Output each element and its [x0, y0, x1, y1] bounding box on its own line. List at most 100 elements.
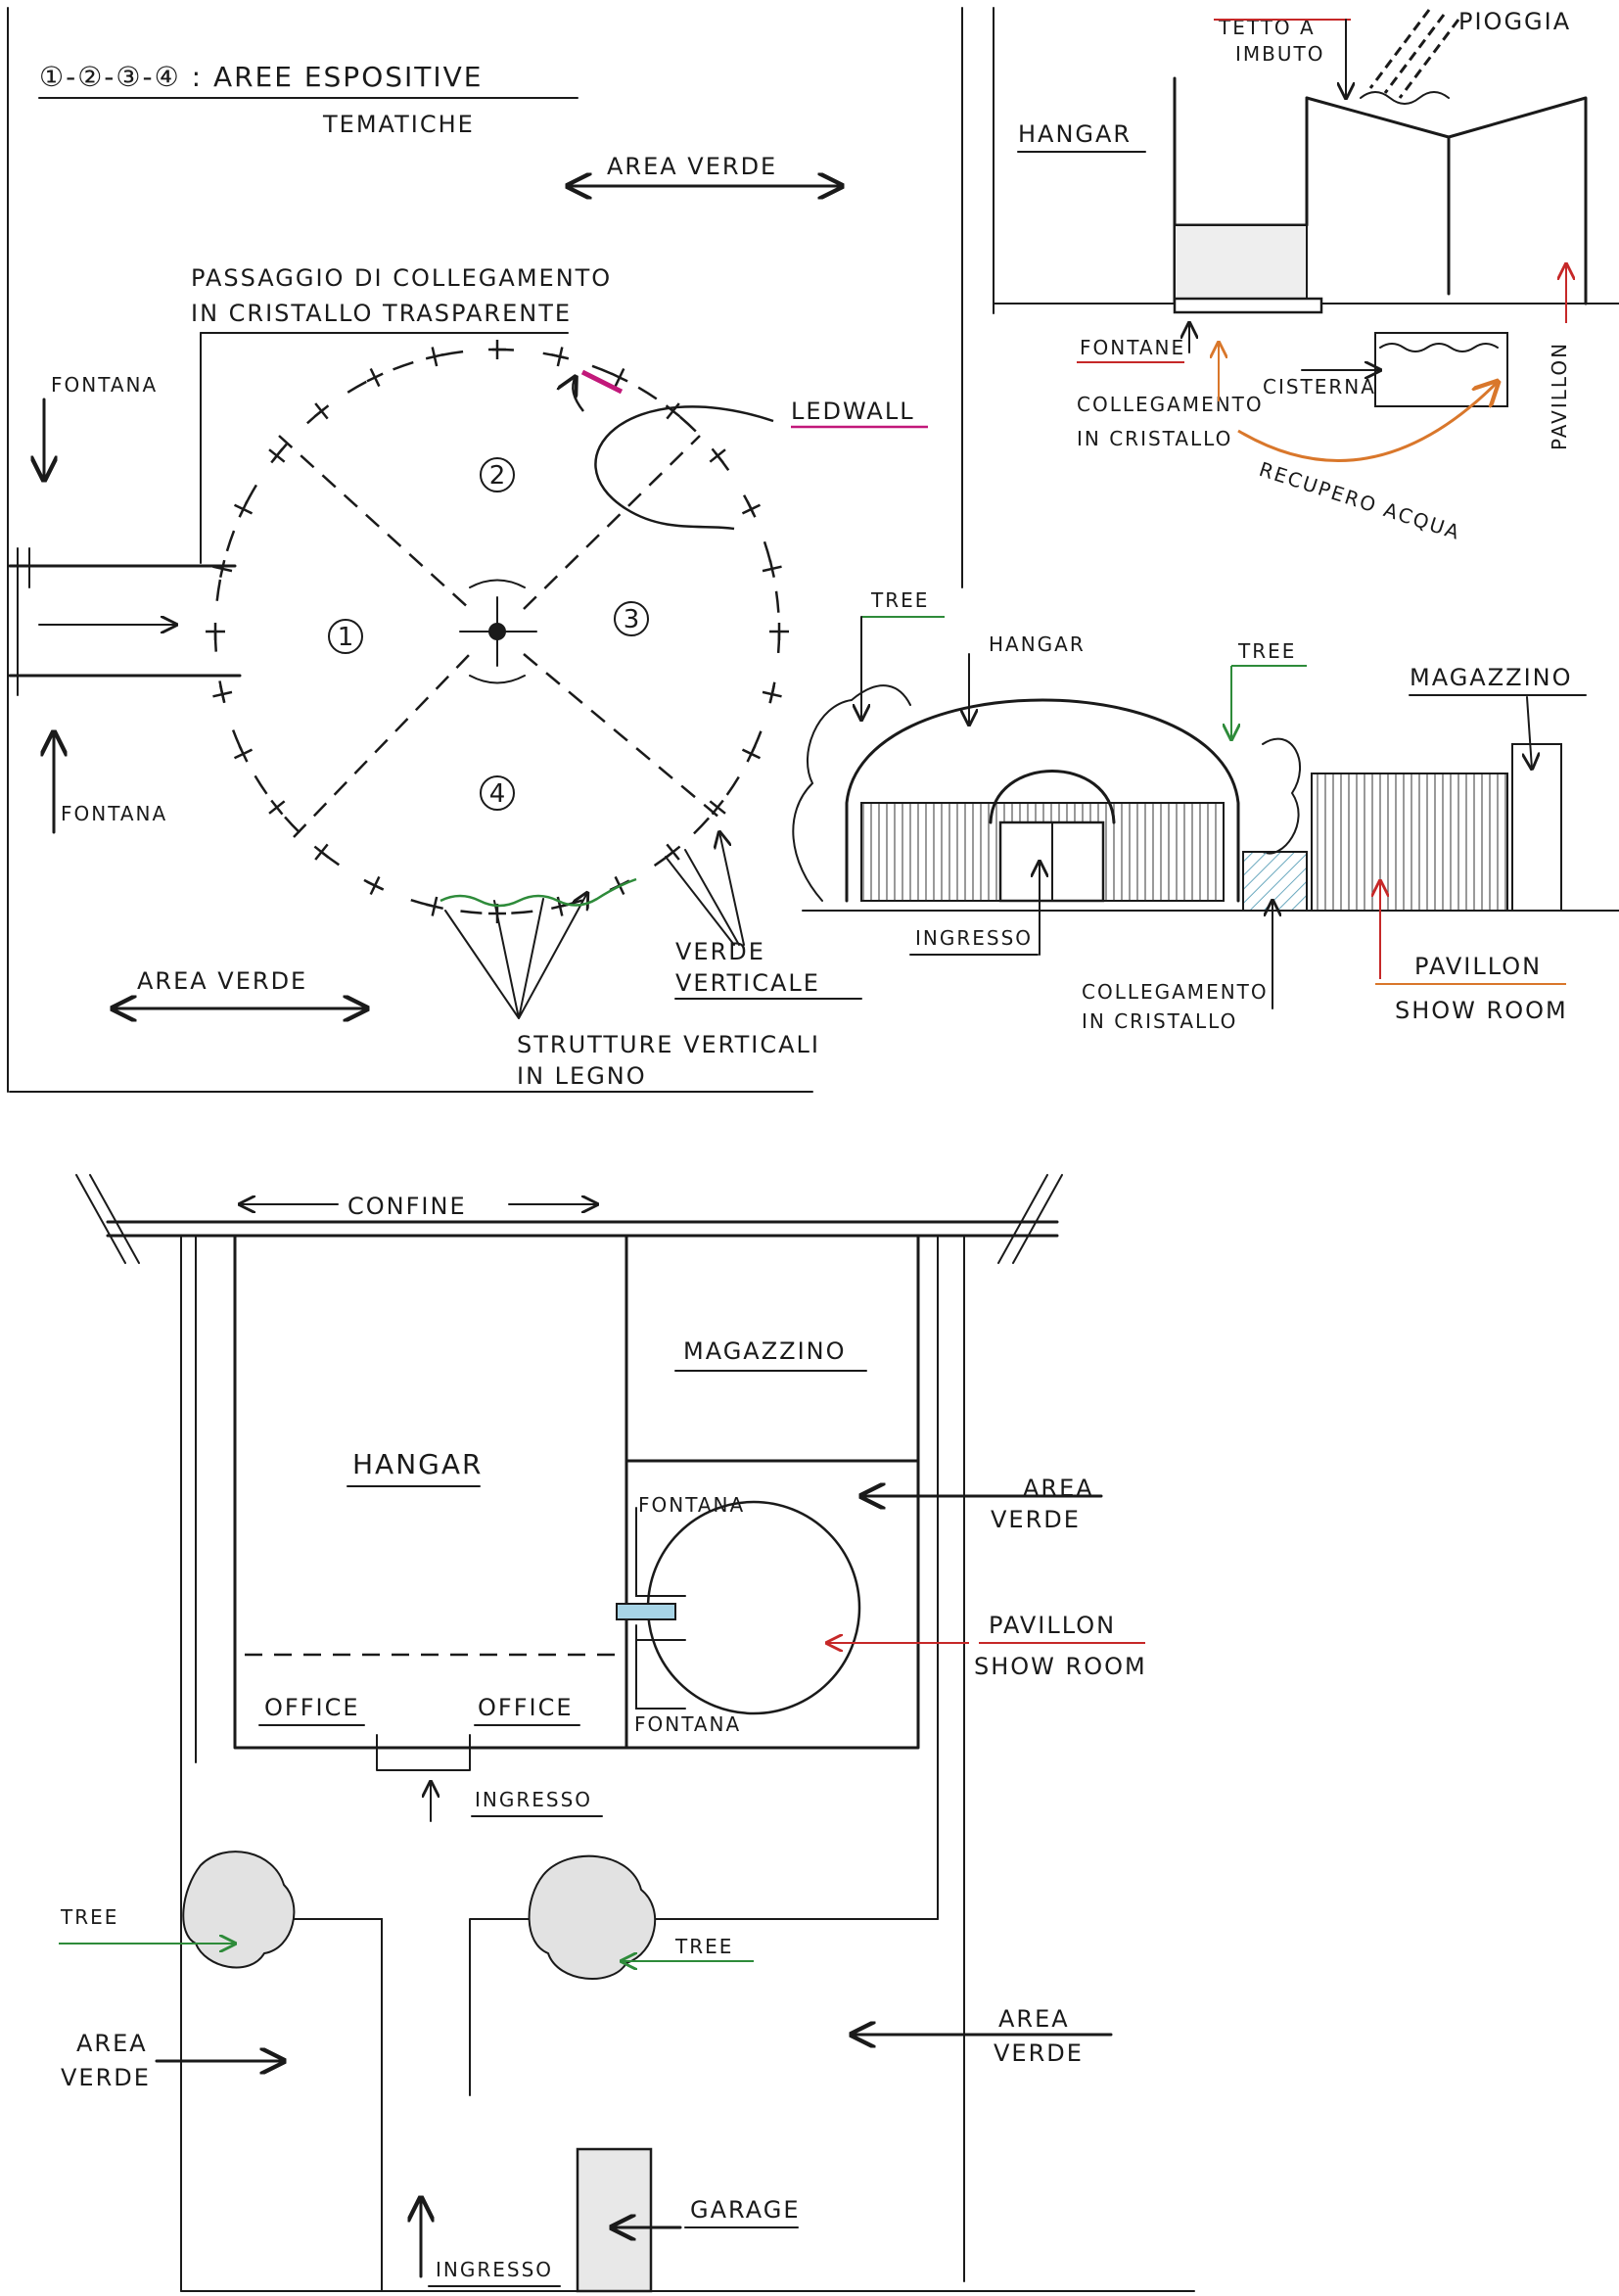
wood-post: [233, 500, 254, 518]
office-right-label: OFFICE: [478, 1694, 574, 1721]
area-verde-label-bottom: AREA VERDE: [137, 967, 307, 995]
fontane-label: FONTANE: [1080, 336, 1185, 359]
rotation-arc: [469, 675, 526, 684]
arrow: [665, 832, 745, 946]
building-outline: [233, 1234, 920, 1750]
building-partition: [624, 1234, 920, 1750]
hangar-elevation: [845, 698, 1240, 903]
area-verde-right-bottom: AREA: [998, 2005, 1070, 2033]
wood-post: [551, 347, 570, 367]
magazzino-elevation: [1311, 773, 1508, 912]
pavillon-elevation-label: PAVILLON: [1414, 953, 1542, 980]
passaggio-label: IN CRISTALLO TRASPARENTE: [191, 300, 572, 327]
tree-outline: [1262, 737, 1302, 855]
expo-legend-subtitle: TEMATICHE: [322, 111, 475, 138]
magazzino-side: [1511, 743, 1562, 912]
wood-post: [425, 896, 443, 916]
wood-post: [741, 500, 762, 518]
zone-divider: [278, 435, 720, 838]
office-left-label: OFFICE: [264, 1694, 360, 1721]
recupero-arc: [1237, 382, 1498, 462]
wood-post: [206, 623, 225, 640]
wood-post: [709, 447, 726, 464]
glass-link: [1242, 851, 1308, 912]
zone-marker: [480, 775, 515, 811]
strutture-label: STRUTTURE VERTICALI: [517, 1031, 820, 1058]
wood-post: [488, 340, 506, 359]
ingresso-elevation-label: INGRESSO: [915, 926, 1033, 950]
area-verde-right-bottom: VERDE: [994, 2039, 1084, 2067]
rain-streaks: [1368, 9, 1460, 99]
entrance-gap: [376, 1734, 471, 1771]
hangar-label: HANGAR: [1018, 120, 1132, 148]
entrance-arch: [989, 770, 1116, 824]
tree-plan-left: [182, 1851, 296, 1969]
wood-post: [665, 402, 681, 420]
confine-label: CONFINE: [347, 1193, 467, 1220]
break-marks: [75, 1174, 1063, 1264]
verde-verticale-label: VERDE: [675, 938, 765, 965]
collegamento-label: IN CRISTALLO: [1077, 427, 1232, 450]
garage-label: GARAGE: [690, 2196, 800, 2224]
magazzino-plan-label: MAGAZZINO: [683, 1337, 847, 1365]
wood-post: [268, 799, 286, 816]
pioggia-label: PIOGGIA: [1458, 8, 1571, 35]
area-verde-label-top: AREA VERDE: [607, 153, 777, 180]
ingresso-building-label: INGRESSO: [475, 1788, 592, 1811]
wood-post: [212, 685, 233, 704]
cisterna-label: CISTERNA: [1263, 375, 1376, 398]
fontana-plan-top: FONTANA: [638, 1493, 745, 1517]
zone-number: 3: [624, 605, 640, 634]
wood-post: [769, 623, 789, 640]
arrow: [573, 377, 584, 412]
tree-label-right: TREE: [1237, 639, 1296, 663]
verde-verticale-label: VERTICALE: [675, 969, 820, 997]
site-path: [195, 1918, 939, 2292]
wood-post: [268, 447, 286, 464]
site-plan: CONFINE MAGAZZINO HANGAR AREA VERDE FONT…: [59, 1174, 1195, 2293]
glass-link-plan: [616, 1603, 676, 1620]
boundary-line: [106, 1220, 1059, 1238]
zone-number: 4: [489, 779, 506, 809]
wood-post: [425, 347, 443, 367]
expo-plan: ①-②-③-④ : AREE ESPOSITIVE TEMATICHE AREA…: [7, 7, 963, 1093]
collegamento-label: COLLEGAMENTO: [1077, 393, 1264, 416]
fountain-slab: [1173, 297, 1323, 314]
water-flow: [1360, 91, 1450, 105]
showroom-plan-label: SHOW ROOM: [974, 1653, 1147, 1680]
ledwall-label: LEDWALL: [791, 398, 915, 425]
collegamento-elevation-label: IN CRISTALLO: [1082, 1009, 1237, 1033]
wood-post: [762, 685, 782, 704]
garage-plan: [576, 2147, 653, 2293]
water-level: [1379, 343, 1499, 352]
elevation: TREE HANGAR TREE MAGAZZINO INGRESSO COLL…: [792, 588, 1619, 1033]
hangar-elevation-label: HANGAR: [989, 633, 1086, 656]
hangar-plan-label: HANGAR: [352, 1448, 483, 1480]
funnel-roof: [1305, 96, 1588, 305]
wood-post: [762, 559, 782, 578]
wood-post: [665, 843, 681, 861]
tree-label-left: TREE: [870, 588, 929, 612]
ledwall-leader: [594, 405, 774, 531]
fontana-label-bottom: FONTANA: [61, 802, 167, 825]
area-verde-left: VERDE: [61, 2064, 151, 2091]
wood-post: [233, 745, 254, 763]
wood-post: [212, 559, 233, 578]
zone-number: 1: [338, 623, 354, 652]
recupero-label: RECUPERO ACQUA: [1256, 457, 1463, 544]
ingresso-site-label: INGRESSO: [436, 2258, 553, 2281]
collegamento-elevation-label: COLLEGAMENTO: [1082, 980, 1269, 1004]
area-verde-right-top: AREA: [1023, 1475, 1094, 1502]
zone-marker: [480, 457, 515, 492]
wood-post: [611, 367, 628, 388]
wood-post: [313, 843, 330, 861]
area-verde-left: AREA: [76, 2030, 148, 2057]
showroom-elevation-label: SHOW ROOM: [1395, 997, 1568, 1024]
water-section: TETTO A IMBUTO PIOGGIA HANGAR FONTANE CO…: [993, 7, 1619, 544]
rotation-arc: [469, 579, 526, 588]
strutture-label: IN LEGNO: [517, 1062, 647, 1090]
ledwall-element: [580, 369, 624, 395]
tree-plan-label-right: TREE: [674, 1935, 733, 1958]
tree-plan-label-left: TREE: [60, 1905, 118, 1929]
